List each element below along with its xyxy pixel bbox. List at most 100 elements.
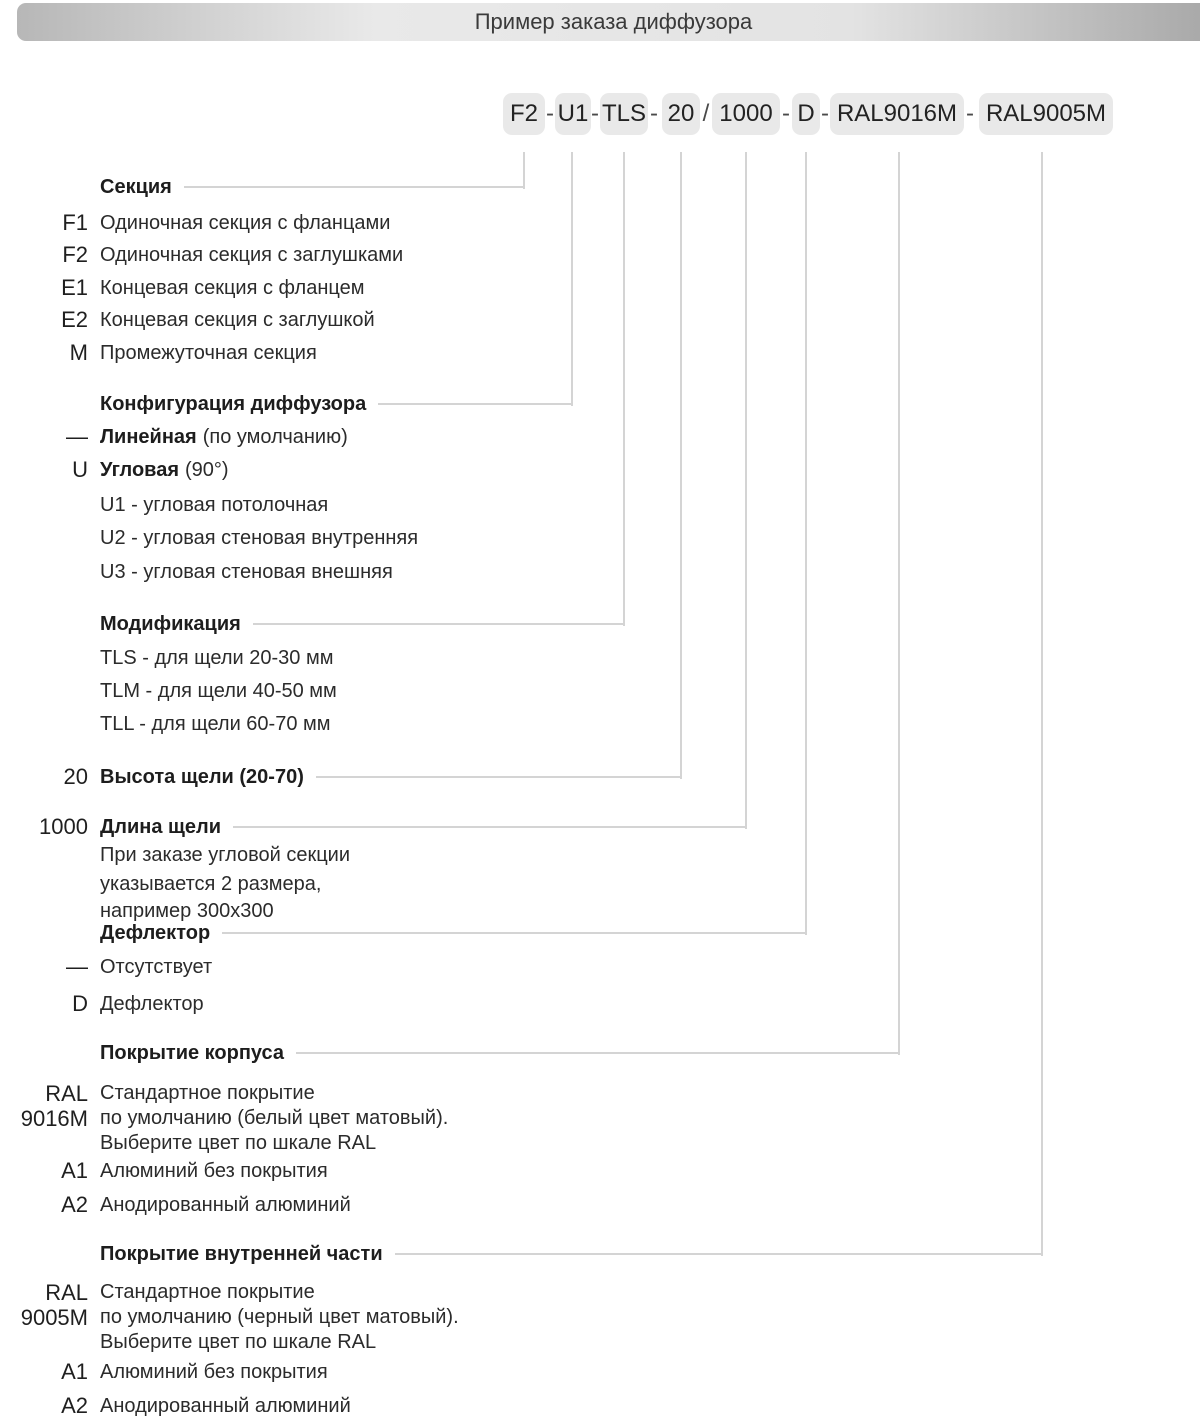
option-code: A1 — [61, 1359, 88, 1384]
option-label: Концевая секция с заглушкой — [100, 308, 375, 331]
code-segment-section: F2 — [503, 93, 545, 135]
option-label: U2 - угловая стеновая внутренняя — [100, 526, 419, 549]
option-code: A2 — [61, 1192, 88, 1217]
option-row-tls: TLS - для щели 20-30 мм — [0, 642, 700, 674]
note-row: например 300x300 — [0, 895, 700, 927]
option-code: A2 — [61, 1393, 88, 1418]
section-title: Секция — [100, 175, 172, 198]
code-segment-slot-height: 20 — [662, 93, 700, 135]
option-code-line1: RAL — [45, 1280, 88, 1305]
option-label: Концевая секция с фланцем — [100, 276, 365, 299]
code-separator: - — [591, 100, 599, 127]
section-title: Длина щели — [100, 815, 222, 838]
connector-line-modification — [623, 152, 625, 626]
option-label: (90°) — [185, 458, 229, 481]
section-header-modification: Модификация — [0, 608, 624, 640]
section-title: Покрытие внутренней части — [100, 1242, 383, 1265]
code-separator: - — [650, 100, 658, 127]
option-row-a1: A1 Алюминий без покрытия — [0, 1155, 700, 1187]
section-code: 20 — [63, 764, 88, 789]
option-row-f2: F2 Одиночная секция с заглушками — [0, 239, 700, 271]
option-label: Отсутствует — [100, 955, 213, 978]
option-code: E1 — [61, 275, 88, 300]
option-row-e2: E2 Концевая секция с заглушкой — [0, 304, 700, 336]
option-row-ral9005m: RAL 9005M Стандартное покрытие по умолча… — [0, 1280, 459, 1355]
option-label: Алюминий без покрытия — [100, 1159, 328, 1182]
option-code-line2: 9016M — [20, 1106, 88, 1131]
option-desc-line1: Стандартное покрытие — [100, 1082, 315, 1104]
section-header-deflector: Дефлектор — [0, 917, 806, 949]
option-label: TLM - для щели 40-50 мм — [100, 679, 337, 702]
code-separator: - — [782, 100, 790, 127]
note-text: При заказе угловой секции — [100, 843, 351, 866]
option-code: — — [66, 954, 88, 979]
note-row: указывается 2 размера, — [0, 868, 700, 900]
option-code-line1: RAL — [45, 1081, 88, 1106]
option-label: (по умолчанию) — [202, 425, 348, 448]
section-code: 1000 — [39, 814, 88, 839]
section-title: Высота щели (20-70) — [100, 765, 304, 788]
connector-line-horizontal — [252, 623, 624, 625]
option-label: Алюминий без покрытия — [100, 1360, 328, 1383]
section-header-body-coating: Покрытие корпуса — [0, 1037, 899, 1069]
option-row-angular: U Угловая(90°) — [0, 454, 700, 486]
option-desc-line2: по умолчанию (белый цвет матовый). — [100, 1107, 449, 1129]
code-segment-slot-length: 1000 — [712, 93, 780, 135]
section-title: Модификация — [100, 612, 241, 635]
option-desc-line1: Стандартное покрытие — [100, 1281, 315, 1303]
option-code: — — [66, 424, 88, 449]
code-separator-slash: / — [702, 100, 710, 127]
connector-line-body-coating — [898, 152, 900, 1055]
option-row-a2: A2 Анодированный алюминий — [0, 1390, 700, 1422]
code-segment-configuration: U1 — [555, 93, 591, 135]
option-row-u2: U2 - угловая стеновая внутренняя — [0, 522, 700, 554]
option-label: U3 - угловая стеновая внешняя — [100, 560, 393, 583]
option-row-f1: F1 Одиночная секция с фланцами — [0, 207, 700, 239]
section-title: Конфигурация диффузора — [100, 392, 367, 415]
option-code-line2: 9005M — [20, 1305, 88, 1330]
code-separator: - — [546, 100, 554, 127]
option-row-e1: E1 Концевая секция с фланцем — [0, 272, 700, 304]
option-code: F1 — [62, 210, 88, 235]
option-label: TLS - для щели 20-30 мм — [100, 646, 334, 669]
option-code: A1 — [61, 1158, 88, 1183]
section-title: Дефлектор — [100, 921, 211, 944]
option-row-a1: A1 Алюминий без покрытия — [0, 1356, 700, 1388]
section-header-configuration: Конфигурация диффузора — [0, 388, 572, 420]
option-desc-line3: Выберите цвет по шкале RAL — [100, 1331, 377, 1353]
connector-line-inner-coating — [1041, 152, 1043, 1256]
option-label: U1 - угловая потолочная — [100, 493, 329, 516]
code-separator: - — [821, 100, 829, 127]
note-row: При заказе угловой секции — [0, 839, 700, 871]
code-segment-body-coating: RAL9016M — [830, 93, 964, 135]
section-header-slot-length: 1000 Длина щели — [0, 811, 746, 843]
option-row-ral9016m: RAL 9016M Стандартное покрытие по умолча… — [0, 1081, 449, 1156]
option-code: U — [72, 457, 88, 482]
connector-line-horizontal — [233, 826, 746, 828]
connector-line-section — [523, 152, 525, 189]
option-code: D — [72, 991, 88, 1016]
option-row-none: — Отсутствует — [0, 951, 700, 983]
option-desc-line3: Выберите цвет по шкале RAL — [100, 1132, 377, 1154]
connector-line-horizontal — [296, 1052, 899, 1054]
option-label: TLL - для щели 60-70 мм — [100, 712, 331, 735]
option-label: Анодированный алюминий — [100, 1193, 351, 1216]
option-row-a2: A2 Анодированный алюминий — [0, 1189, 700, 1221]
option-row-m: M Промежуточная секция — [0, 337, 700, 369]
section-header-slot-height: 20 Высота щели (20-70) — [0, 761, 681, 793]
option-row-tlm: TLM - для щели 40-50 мм — [0, 675, 700, 707]
option-label-bold: Линейная — [100, 425, 197, 448]
connector-line-configuration — [571, 152, 573, 406]
option-desc-line2: по умолчанию (черный цвет матовый). — [100, 1306, 459, 1328]
option-label: Одиночная секция с фланцами — [100, 211, 391, 234]
option-row-u1: U1 - угловая потолочная — [0, 489, 700, 521]
option-label: Анодированный алюминий — [100, 1394, 351, 1417]
connector-line-horizontal — [222, 932, 806, 934]
option-label: Дефлектор — [100, 992, 204, 1015]
connector-line-horizontal — [183, 186, 524, 188]
section-header-section: Секция — [0, 171, 524, 203]
page-title: Пример заказа диффузора — [474, 9, 753, 34]
option-row-u3: U3 - угловая стеновая внешняя — [0, 556, 700, 588]
code-segment-inner-coating: RAL9005M — [979, 93, 1113, 135]
